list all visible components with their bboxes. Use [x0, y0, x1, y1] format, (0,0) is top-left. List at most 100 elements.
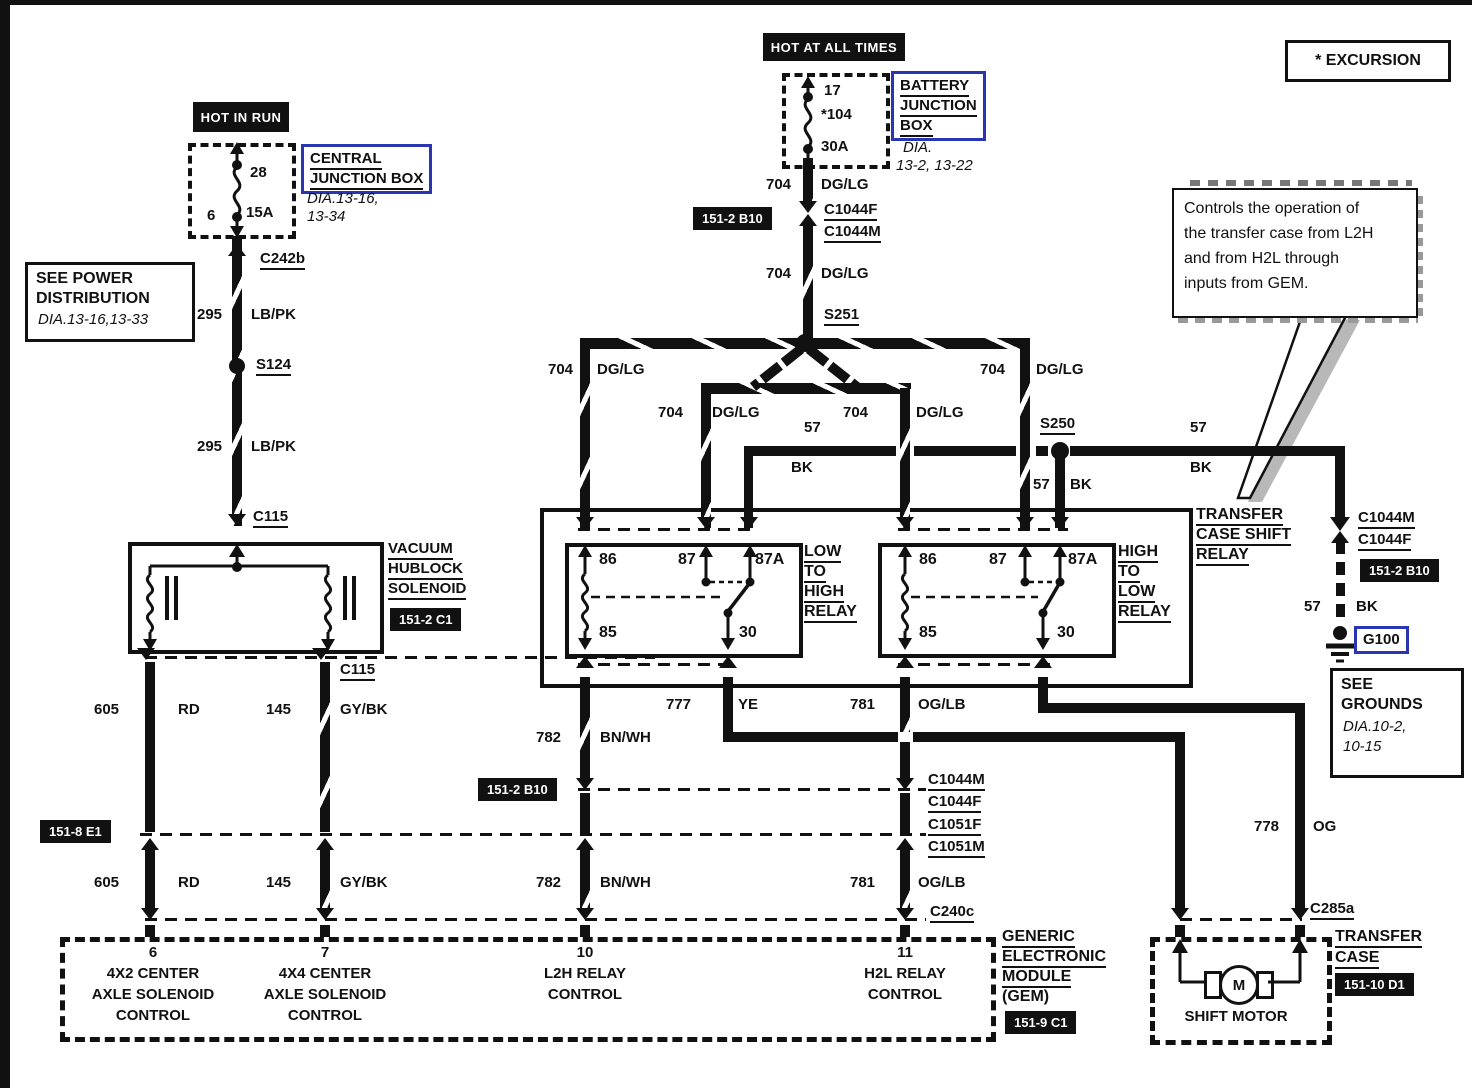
wire-781-seg2: [900, 742, 910, 779]
wire-704-color-or: DG/LG: [1036, 361, 1084, 378]
relay1-pin87: 87: [678, 551, 696, 568]
gem-label4: (GEM): [1002, 988, 1050, 1005]
wire-57-color-right: BK: [1190, 459, 1212, 476]
s124-label: S124: [256, 356, 292, 376]
cjb-fuse-amp: 15A: [246, 204, 274, 221]
wire-778-color: OG: [1313, 818, 1337, 835]
cjb-line2: JUNCTION BOX: [310, 169, 424, 190]
lth-text1: LOW: [804, 543, 842, 563]
wire-295-color-upper: LB/PK: [251, 306, 296, 323]
c1044f-text-mid: C1044F: [928, 793, 982, 813]
wire-704-num-ol: 704: [548, 361, 574, 378]
wire-704-color-feed2: DG/LG: [821, 265, 869, 282]
c240c-781-icon: [896, 908, 914, 920]
bjb-text1: BATTERY: [900, 77, 970, 97]
c285a-778-icon: [1291, 908, 1309, 920]
wire-778-drop: [1038, 677, 1048, 708]
grounds-line1: SEE: [1341, 676, 1374, 693]
bjb-line3: BOX: [900, 116, 977, 137]
wire-145-seg1: [320, 662, 330, 832]
gem-pin7-number: 7: [320, 944, 330, 961]
wire-704-branch-outer-left: [580, 343, 590, 528]
wire-782-num-lower: 782: [536, 874, 562, 891]
gem-pin11-line1: H2L RELAY: [864, 965, 946, 982]
bjb-line2: JUNCTION: [900, 96, 977, 117]
relay1-socket-bottom-line: [578, 663, 736, 666]
note-shadow-top: [1190, 180, 1412, 186]
motor-brush-right-icon: [1256, 971, 1274, 999]
wire-605-num-upper: 605: [94, 701, 120, 718]
wire-777-run-seg2: [913, 732, 1185, 742]
c1044-782-icon: [576, 778, 594, 790]
lth-text4: RELAY: [804, 603, 857, 623]
shift-relay-text3: RELAY: [1196, 546, 1249, 566]
c1044m-text-top: C1044M: [824, 223, 881, 243]
transfer-case-label2: CASE: [1335, 949, 1380, 969]
high-to-low-relay-box: [878, 543, 1116, 658]
note-line2: the transfer case from L2H: [1184, 225, 1374, 242]
gem-pin6-line2: AXLE SOLENOID: [91, 986, 215, 1003]
c1044m-label-top: C1044M: [824, 223, 881, 243]
relay1-87a-entry-icon: [740, 517, 758, 529]
wire-781-stub: [900, 925, 910, 937]
transfer-case-box: [1150, 937, 1332, 1045]
relay2-pin87a: 87A: [1068, 551, 1098, 568]
wire-704-num-il: 704: [658, 404, 684, 421]
transfer-case-ref-tag: 151-10 D1: [1335, 973, 1414, 996]
c1051-145-icon: [316, 838, 334, 850]
relay1-pin30: 30: [739, 624, 757, 641]
lth-relay-label2: TO: [804, 563, 826, 583]
c1051-ref-tag: 151-8 E1: [40, 820, 111, 843]
see-grounds-box: [1330, 668, 1464, 778]
wire-57-drop-right: [1335, 446, 1345, 519]
s124-text: S124: [256, 356, 292, 376]
wire-781-seg3: [900, 793, 910, 833]
wire-145-stub: [320, 925, 330, 937]
gem-text3: MODULE: [1002, 968, 1072, 988]
grounds-dia-ref2: 10-15: [1343, 738, 1382, 755]
relay2-30-exit-icon: [1034, 656, 1052, 668]
relay2-86-entry-icon: [896, 517, 914, 529]
wire-704-inner-bus: [701, 383, 911, 394]
wire-778-num: 778: [1254, 818, 1280, 835]
gem-pin6-number: 6: [148, 944, 158, 961]
c1051f-text: C1051F: [928, 816, 982, 836]
gem-pin11-number: 11: [897, 944, 913, 961]
c1044f-text-top: C1044F: [824, 201, 878, 221]
wire-782-seg1: [580, 677, 590, 779]
wire-57-num-drop: 57: [1033, 476, 1050, 493]
page-edge-top: [0, 0, 1472, 5]
relay2-pin85: 85: [919, 624, 937, 641]
relay2-87a-entry-icon: [1051, 517, 1069, 529]
c1044f-label-mid: C1044F: [928, 793, 982, 813]
wire-777-stub: [1175, 925, 1185, 937]
wire-57-seg4: [1070, 446, 1345, 456]
wire-704-feed-upper: [803, 158, 813, 203]
c242b-connector-icon: [228, 244, 246, 256]
c115-text-top: C115: [253, 508, 289, 528]
wire-145-color-lower: GY/BK: [340, 874, 388, 891]
bjb-fuse-alt: *104: [821, 106, 852, 123]
note-line3: and from H2L through: [1184, 250, 1340, 267]
c115-connector-line: [145, 656, 655, 659]
transfer-case-label1: TRANSFER: [1335, 928, 1423, 948]
c240c-label: C240c: [930, 903, 975, 923]
wire-777-run-seg1: [723, 732, 898, 742]
tc-text1: TRANSFER: [1335, 928, 1423, 948]
shift-relay-label3: RELAY: [1196, 546, 1249, 566]
htl-relay-label4: RELAY: [1118, 603, 1171, 623]
gem-pin7-line1: 4X4 CENTER: [278, 965, 372, 982]
wire-295-num-upper: 295: [197, 306, 223, 323]
gem-pin10-line2: CONTROL: [547, 986, 623, 1003]
htl-relay-label3: LOW: [1118, 583, 1156, 603]
wire-704-num-feed1: 704: [766, 176, 792, 193]
wire-781-num-upper: 781: [850, 696, 876, 713]
relay2-pin87: 87: [989, 551, 1007, 568]
wire-57-seg1: [748, 446, 896, 456]
wire-605-stub: [145, 925, 155, 937]
c1051f-label: C1051F: [928, 816, 982, 836]
battery-junction-box-outline: [782, 73, 890, 169]
solenoid-text3: SOLENOID: [388, 580, 467, 600]
shift-relay-text2: CASE SHIFT: [1196, 526, 1292, 546]
